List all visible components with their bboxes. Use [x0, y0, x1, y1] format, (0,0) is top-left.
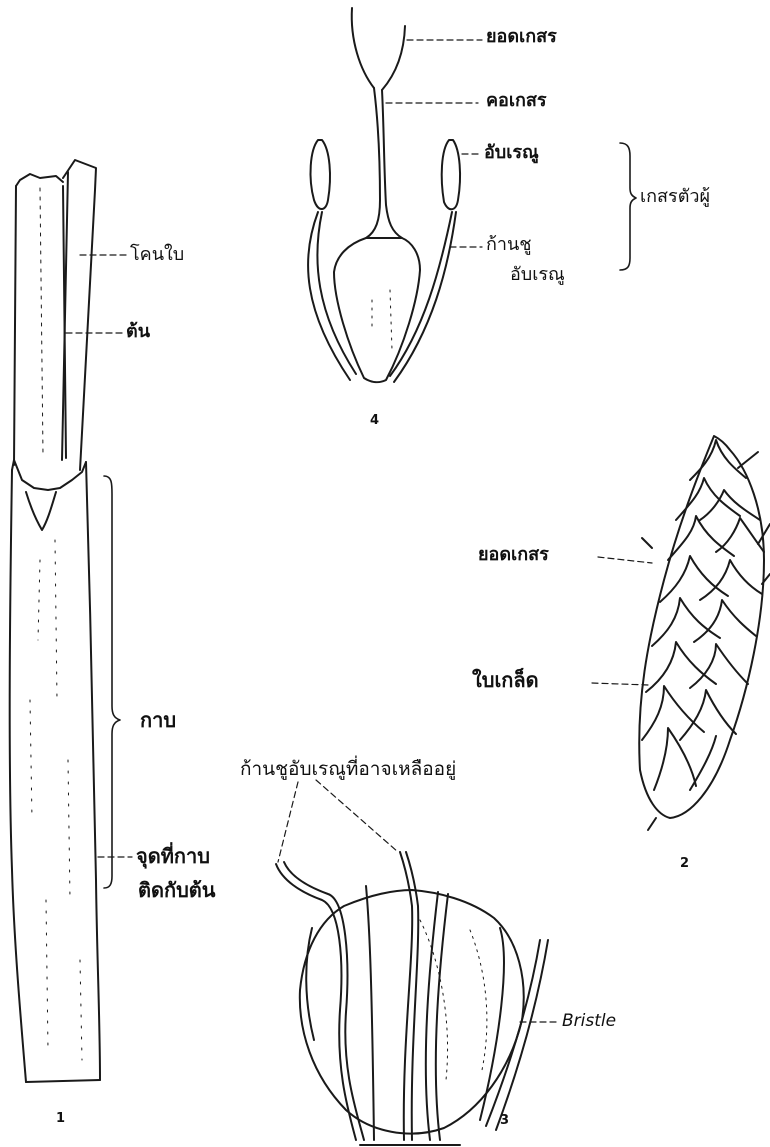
fig4-label-stigma: ยอดเกสร: [486, 28, 557, 46]
fig1-label-junction-line2: ติดกับต้น: [138, 880, 215, 900]
fig4-flower-drawing: [308, 8, 460, 382]
fig3-label-remaining-filament: ก้านชูอับเรณูที่อาจเหลืออยู่: [240, 760, 456, 779]
fig4-number: 4: [370, 414, 379, 427]
fig1-label-junction-line1: จุดที่กาบ: [136, 846, 210, 866]
fig4-label-style: คอเกสร: [486, 92, 547, 110]
fig1-label-sheath: กาบ: [140, 710, 176, 730]
fig1-leader-lines: [66, 255, 132, 857]
fig4-leader-lines: [386, 40, 482, 247]
fig1-label-stem: ต้น: [126, 323, 150, 341]
fig2-label-scale: ใบเกล็ด: [472, 670, 539, 690]
fig3-label-bristle: Bristle: [562, 1013, 616, 1030]
fig4-label-filament-line2: อับเรณู: [510, 266, 565, 284]
fig2-number: 2: [680, 857, 689, 870]
fig3-number: 3: [500, 1114, 509, 1127]
fig2-label-stigma: ยอดเกสร: [478, 546, 549, 564]
fig1-label-leaf-base: โคนใบ: [130, 246, 184, 264]
fig3-leader-lines: [278, 780, 560, 1022]
fig1-sheath-bracket: [104, 476, 120, 888]
fig4-stamen-brace: [620, 143, 636, 270]
fig2-leader-lines: [592, 557, 652, 685]
fig3-nutlet-drawing: [276, 852, 548, 1145]
fig4-label-filament-line1: ก้านชู: [486, 236, 532, 254]
fig4-label-anther: อับเรณู: [484, 144, 539, 162]
fig1-number: 1: [56, 1112, 65, 1125]
fig2-spike-drawing: [639, 436, 770, 830]
fig4-label-stamen: เกสรตัวผู้: [640, 188, 710, 206]
fig1-stem-drawing: [10, 160, 100, 1082]
